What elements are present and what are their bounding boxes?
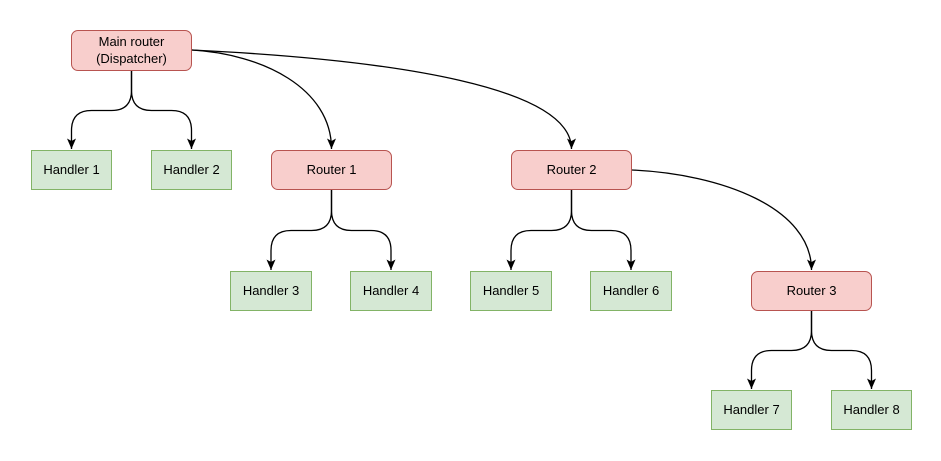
edge-router-2-to-router-3 (631, 169, 816, 271)
node-handler-4-label: Handler 4 (362, 282, 420, 298)
edge-router-3-to-handler-8 (810, 311, 876, 389)
node-handler-5-label: Handler 5 (482, 282, 540, 298)
edge-router-2-to-handler-5 (506, 190, 573, 270)
edge-main-to-router-1 (191, 49, 336, 150)
node-handler-3-label: Handler 3 (242, 282, 300, 298)
node-handler-1: Handler 1 (31, 150, 112, 190)
node-main-router-label: Main router (Dispatcher) (96, 34, 167, 66)
node-router-1: Router 1 (271, 150, 392, 190)
edge-main-to-handler-1 (67, 71, 133, 149)
node-router-1-label: Router 1 (306, 161, 357, 177)
node-handler-6: Handler 6 (590, 271, 672, 311)
node-router-3: Router 3 (751, 271, 872, 311)
node-router-3-label: Router 3 (786, 282, 837, 298)
node-handler-6-label: Handler 6 (602, 282, 660, 298)
node-handler-5: Handler 5 (470, 271, 552, 311)
node-handler-7-label: Handler 7 (723, 401, 780, 417)
node-handler-8: Handler 8 (831, 390, 912, 430)
node-handler-3: Handler 3 (230, 271, 312, 311)
node-handler-2-label: Handler 2 (163, 161, 220, 177)
node-handler-4: Handler 4 (350, 271, 432, 311)
node-handler-8-label: Handler 8 (843, 401, 900, 417)
node-router-2-label: Router 2 (546, 161, 597, 177)
node-handler-2: Handler 2 (151, 150, 232, 190)
edge-router-1-to-handler-3 (266, 190, 333, 270)
edge-router-2-to-handler-6 (570, 190, 636, 270)
edge-main-to-router-2 (191, 49, 576, 150)
node-router-2: Router 2 (511, 150, 632, 190)
edge-router-1-to-handler-4 (330, 190, 396, 270)
node-main-router: Main router (Dispatcher) (71, 30, 192, 71)
edge-main-to-handler-2 (130, 71, 196, 149)
edge-router-3-to-handler-7 (747, 311, 813, 389)
node-handler-1-label: Handler 1 (43, 161, 100, 177)
node-handler-7: Handler 7 (711, 390, 792, 430)
